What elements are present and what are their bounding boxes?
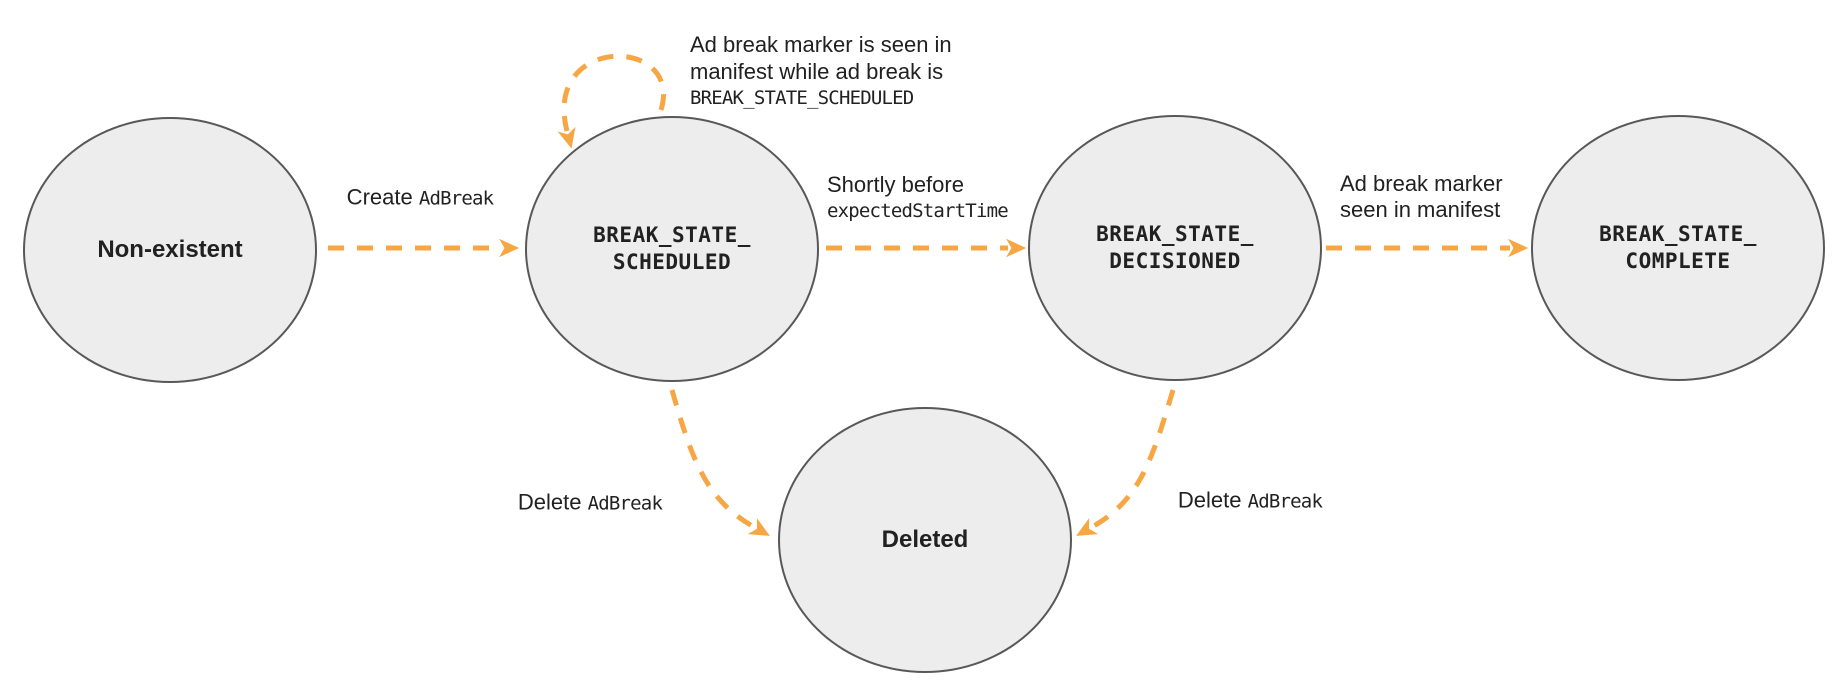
edge-self-loop-scheduled — [557, 53, 666, 149]
edge-label-delete-adbreak-left: Delete AdBreak — [517, 489, 663, 517]
state-label-deleted: Deleted — [881, 526, 969, 553]
state-node-deleted: Deleted — [778, 407, 1072, 673]
edge-label-create-adbreak: Create AdBreak — [347, 185, 494, 212]
edge-label-create-code: AdBreak — [418, 187, 494, 210]
state-label-complete-line2: COMPLETE — [1625, 249, 1731, 273]
delete-left-code: AdBreak — [587, 492, 663, 515]
delete-right-code: AdBreak — [1247, 490, 1323, 513]
marker-seen-line1: Ad break marker — [1340, 171, 1503, 196]
delete-right-plain: Delete — [1177, 487, 1248, 513]
state-label-non-existent: Non-existent — [97, 236, 243, 263]
self-loop-label-line2: manifest while ad break is — [690, 59, 944, 84]
edge-label-marker-seen: Ad break marker seen in manifest — [1340, 171, 1503, 223]
edge-label-delete-adbreak-right: Delete AdBreak — [1177, 487, 1323, 515]
marker-seen-line2: seen in manifest — [1340, 197, 1501, 222]
state-node-break-state-complete: BREAK_STATE_ COMPLETE — [1531, 115, 1825, 381]
state-label-complete-line1: BREAK_STATE_ — [1599, 222, 1757, 246]
state-node-break-state-decisioned: BREAK_STATE_ DECISIONED — [1028, 115, 1322, 381]
shortly-before-line2: expectedStartTime — [827, 200, 1009, 222]
edge-label-shortly-before: Shortly before expectedStartTime — [827, 172, 1009, 224]
state-label-scheduled-line1: BREAK_STATE_ — [593, 223, 751, 247]
state-node-break-state-scheduled: BREAK_STATE_ SCHEDULED — [525, 116, 819, 382]
edge-label-create-plain: Create — [346, 184, 419, 210]
shortly-before-line1: Shortly before — [827, 172, 964, 197]
state-node-non-existent: Non-existent — [23, 117, 317, 383]
state-label-decisioned-line1: BREAK_STATE_ — [1096, 222, 1254, 246]
edge-delete-from-decisioned — [1076, 389, 1176, 536]
state-label-scheduled-line2: SCHEDULED — [612, 250, 732, 274]
edge-delete-from-scheduled — [669, 389, 770, 536]
self-loop-label-line3: BREAK_STATE_SCHEDULED — [690, 87, 914, 109]
state-label-decisioned-line2: DECISIONED — [1109, 249, 1241, 273]
self-loop-label-line1: Ad break marker is seen in — [690, 32, 952, 57]
edge-label-self-loop: Ad break marker is seen in manifest whil… — [690, 31, 952, 112]
delete-left-plain: Delete — [517, 489, 588, 515]
